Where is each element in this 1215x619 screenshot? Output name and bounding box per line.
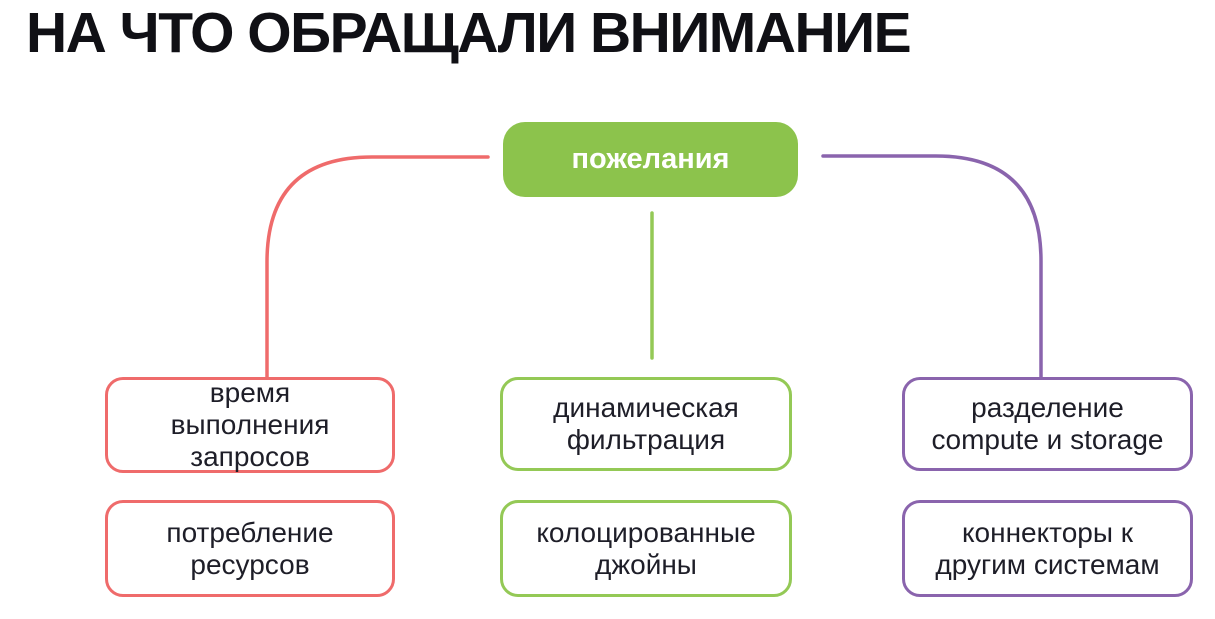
root-node: пожелания [503,122,798,197]
node-resource-consumption: потребление ресурсов [105,500,395,597]
page-title: НА ЧТО ОБРАЩАЛИ ВНИМАНИЕ [26,1,912,65]
root-node-label: пожелания [571,143,730,175]
node-compute-storage-separation: разделение compute и storage [902,377,1193,471]
connector-right-branch [821,154,1043,380]
node-dynamic-filtering: динамическая фильтрация [500,377,792,471]
node-colocated-joins: колоцированные джойны [500,500,792,597]
node-query-execution-time: время выполнения запросов [105,377,395,473]
connector-left-branch [265,155,490,380]
node-connectors-to-other-systems: коннекторы к другим системам [902,500,1193,597]
